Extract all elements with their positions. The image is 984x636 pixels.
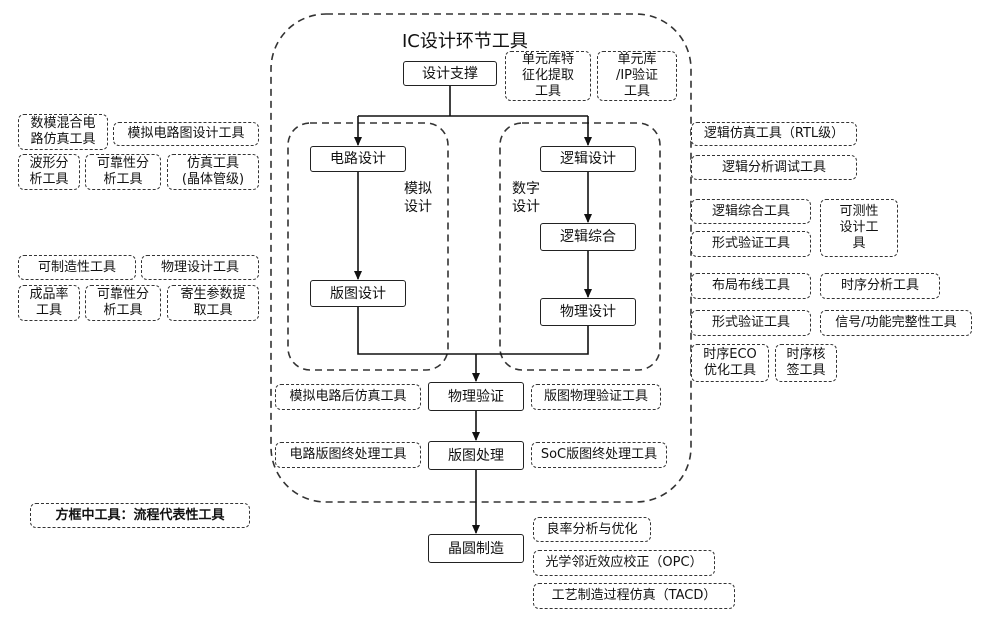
yield-optimization-tool: 良率分析与优化 (533, 517, 651, 542)
transistor-sim-tool: 仿真工具 (晶体管级) (167, 154, 259, 190)
rtl-logic-sim-tool: 逻辑仿真工具（RTL级） (691, 122, 857, 146)
physical-verification-box: 物理验证 (428, 382, 524, 411)
process-simulation-tool: 工艺制造过程仿真（TACD） (533, 583, 735, 609)
reliability-analysis-tool-1: 可靠性分 析工具 (85, 154, 161, 190)
analog-schematic-tool: 模拟电路图设计工具 (113, 122, 259, 146)
yield-tool: 成品率 工具 (18, 285, 80, 321)
timing-signoff-tool: 时序核 签工具 (775, 344, 837, 382)
soc-layout-final-tool: SoC版图终处理工具 (531, 442, 667, 468)
parasitic-extraction-tool: 寄生参数提 取工具 (167, 285, 259, 321)
mixed-signal-sim-tool: 数模混合电 路仿真工具 (18, 114, 108, 150)
wafer-manufacturing-box: 晶圆制造 (428, 534, 524, 563)
circuit-layout-final-tool: 电路版图终处理工具 (275, 442, 421, 468)
reliability-analysis-tool-2: 可靠性分 析工具 (85, 285, 161, 321)
analog-post-sim-tool: 模拟电路后仿真工具 (275, 384, 421, 410)
timing-eco-tool: 时序ECO 优化工具 (691, 344, 769, 382)
waveform-analysis-tool: 波形分 析工具 (18, 154, 80, 190)
logic-debug-tool: 逻辑分析调试工具 (691, 155, 857, 180)
place-and-route-tool: 布局布线工具 (691, 273, 811, 299)
formal-verification-tool-1: 形式验证工具 (691, 231, 811, 257)
logic-design-box: 逻辑设计 (540, 146, 636, 172)
logic-synthesis-tool: 逻辑综合工具 (691, 199, 811, 224)
legend-note: 方框中工具：流程代表性工具 (30, 503, 250, 528)
analog-design-region (287, 122, 449, 371)
diagram-title: IC设计环节工具 (402, 31, 528, 52)
layout-processing-box: 版图处理 (428, 441, 524, 470)
ic-design-region (270, 13, 692, 503)
formal-verification-tool-2: 形式验证工具 (691, 310, 811, 336)
signal-integrity-tool: 信号/功能完整性工具 (820, 310, 972, 336)
connector-layout-merge (357, 307, 589, 355)
design-support-box: 设计支撑 (403, 61, 497, 86)
circuit-design-box: 电路设计 (310, 146, 406, 172)
layout-design-box: 版图设计 (310, 280, 406, 307)
physical-design-tool: 物理设计工具 (141, 255, 259, 280)
layout-physical-verification-tool: 版图物理验证工具 (531, 384, 661, 410)
opc-tool: 光学邻近效应校正（OPC） (533, 550, 715, 576)
cell-library-ip-verification-tool: 单元库 /IP验证 工具 (597, 51, 677, 101)
digital-design-region (499, 122, 661, 371)
timing-analysis-tool: 时序分析工具 (820, 273, 940, 299)
manufacturability-tool: 可制造性工具 (18, 255, 136, 280)
physical-design-box: 物理设计 (540, 298, 636, 326)
analog-design-label: 模拟 设计 (404, 181, 432, 215)
cell-library-characterization-tool: 单元库特 征化提取 工具 (505, 51, 591, 101)
digital-design-label: 数字 设计 (512, 181, 540, 215)
logic-synthesis-box: 逻辑综合 (540, 223, 636, 251)
dft-tool: 可测性 设计工 具 (820, 199, 898, 257)
